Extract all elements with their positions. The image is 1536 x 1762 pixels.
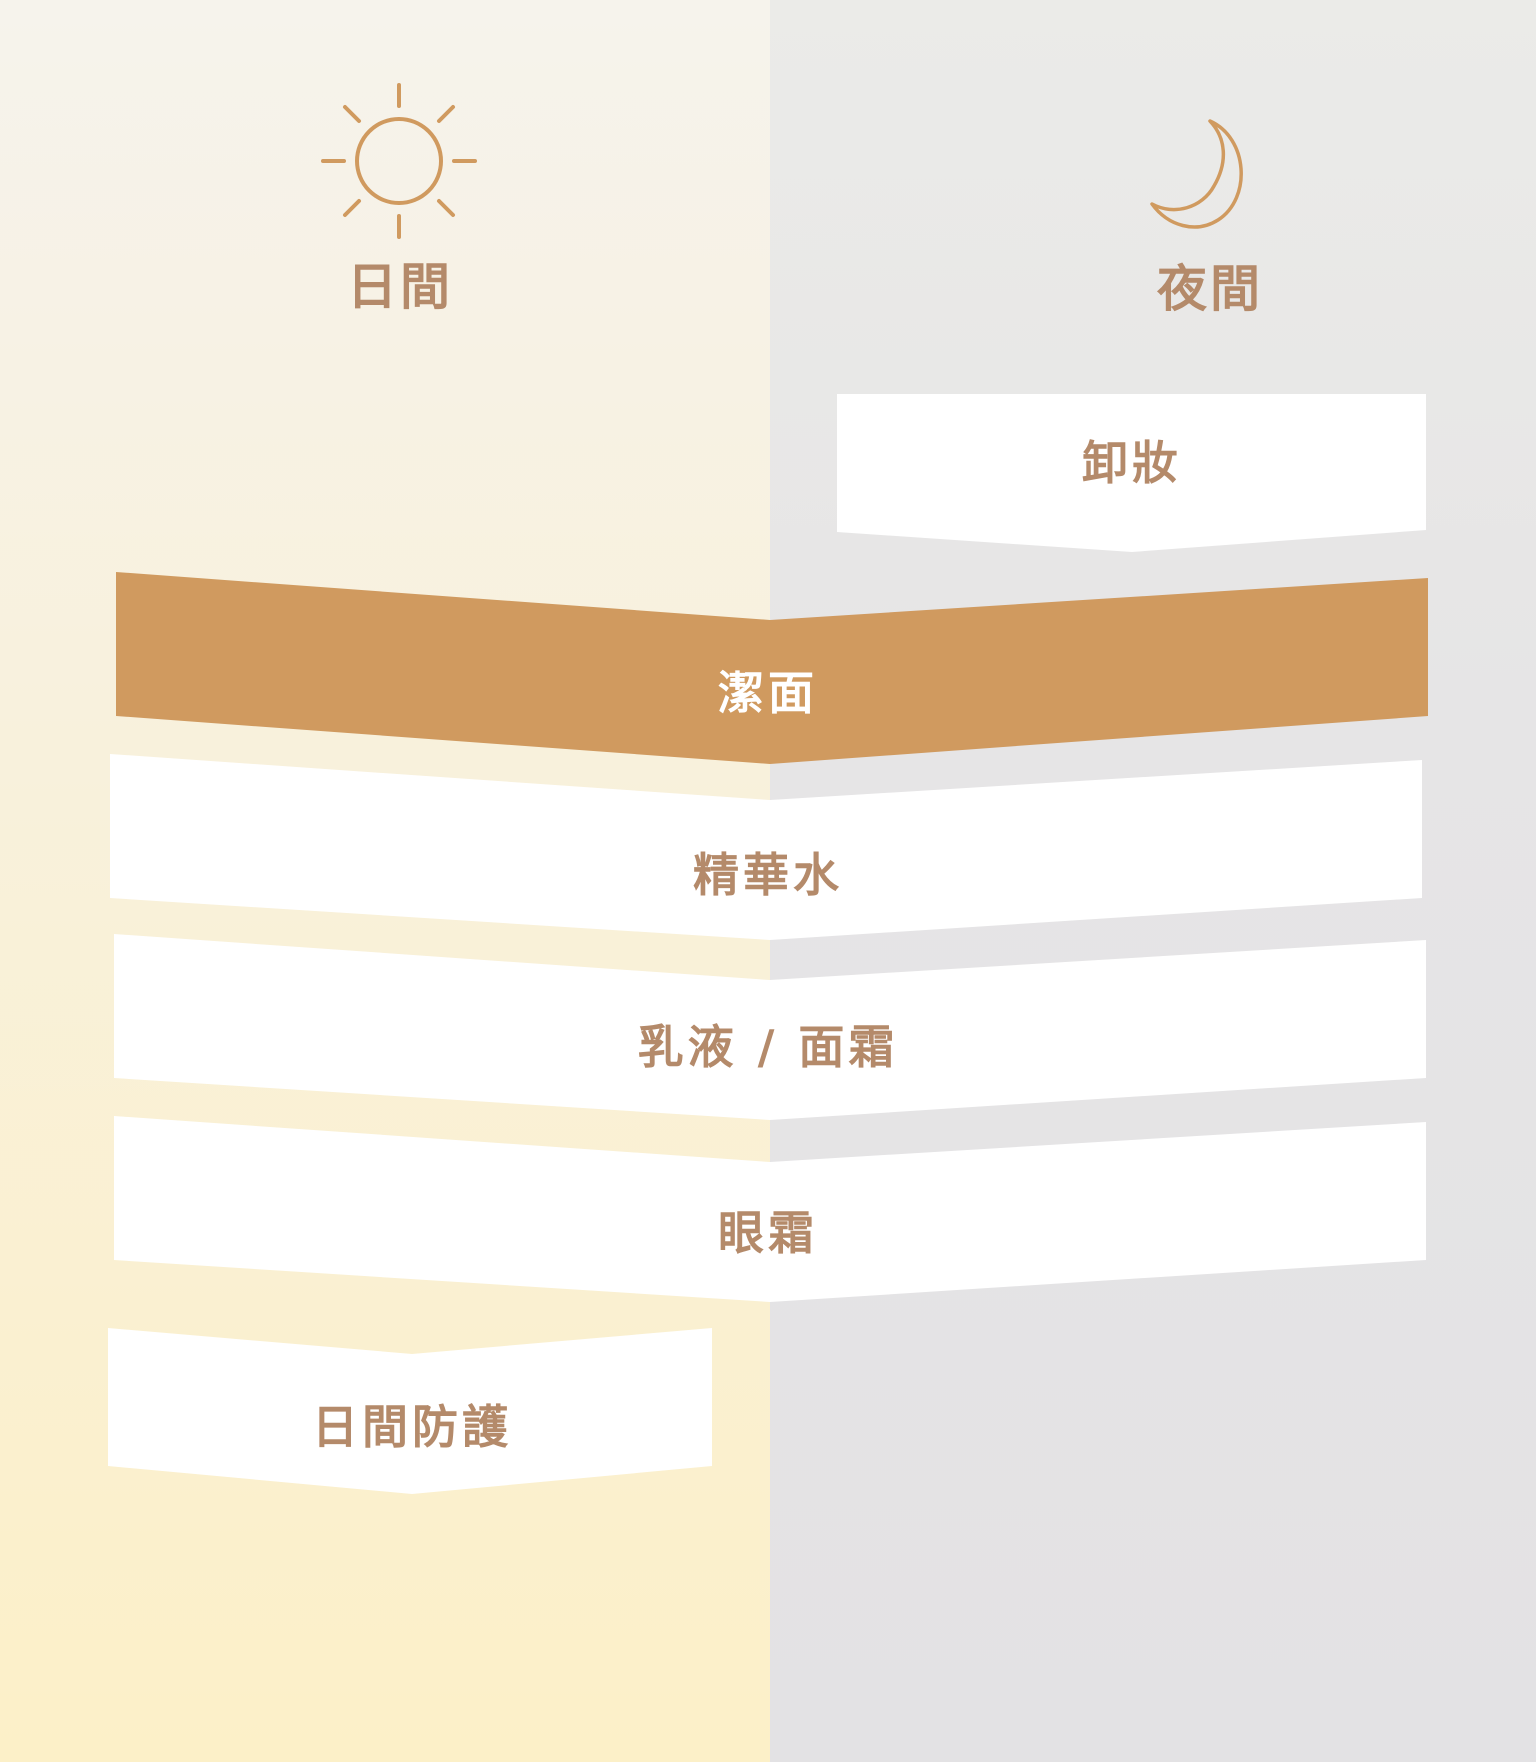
moon-icon bbox=[1150, 119, 1243, 229]
step-day-protection-shape bbox=[108, 1328, 712, 1494]
day-label: 日間 bbox=[347, 258, 453, 316]
step-cleansing-shape bbox=[116, 572, 1428, 764]
step-essence-label: 精華水 bbox=[693, 848, 843, 902]
step-cleansing-label: 潔面 bbox=[718, 666, 818, 720]
night-label: 夜間 bbox=[1157, 260, 1263, 318]
step-eye-cream-shape bbox=[114, 1116, 1426, 1302]
step-lotion-cream-label: 乳液 / 面霜 bbox=[637, 1020, 899, 1074]
step-day-protection-label: 日間防護 bbox=[312, 1400, 512, 1454]
step-eye-cream-label: 眼霜 bbox=[718, 1206, 818, 1260]
step-makeup-removal-shape bbox=[837, 394, 1426, 552]
step-lotion-cream-shape bbox=[114, 934, 1426, 1120]
step-makeup-removal-label: 卸妝 bbox=[1082, 436, 1182, 490]
step-essence-shape bbox=[110, 754, 1422, 940]
sun-icon bbox=[321, 83, 477, 239]
